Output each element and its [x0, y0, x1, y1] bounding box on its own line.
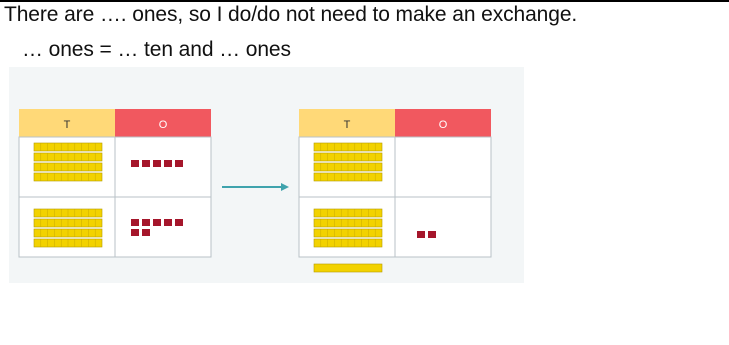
- one-cube: [175, 219, 183, 226]
- chart-before: T O: [18, 109, 212, 258]
- tens-header-label-after: T: [344, 119, 351, 131]
- equation-sentence: … ones = … ten and … ones: [22, 38, 291, 61]
- one-cube: [175, 160, 183, 167]
- one-cube: [164, 160, 172, 167]
- place-value-svg: T O T O: [18, 109, 492, 273]
- tens-rods-row1-before: [33, 142, 103, 182]
- ten-rod: [33, 208, 103, 248]
- exchanged-ten-rods: [313, 263, 383, 273]
- top-border-line: [0, 0, 729, 2]
- exchanged-ten-rod: [313, 263, 383, 273]
- ones-cubes-row1-before: [131, 160, 183, 167]
- one-cube: [164, 219, 172, 226]
- one-cube: [153, 219, 161, 226]
- ones-cubes-row2-after: [417, 231, 436, 238]
- tens-rods-row1-after: [313, 142, 383, 182]
- one-cube: [142, 229, 150, 236]
- chart-after: T O: [298, 109, 492, 273]
- tens-header-before: [19, 109, 115, 137]
- one-cube: [153, 160, 161, 167]
- exchange-arrow: [222, 183, 289, 191]
- one-cube: [428, 231, 436, 238]
- exchange-sentence: There are …. ones, so I do/do not need t…: [4, 3, 578, 26]
- ten-rod: [33, 142, 103, 182]
- one-cube: [131, 229, 139, 236]
- ten-rod-bar: [313, 263, 383, 273]
- one-cube: [131, 219, 139, 226]
- ten-rod: [313, 208, 383, 248]
- tens-rods-row2-after: [313, 208, 383, 248]
- one-cube: [142, 160, 150, 167]
- one-cube: [417, 231, 425, 238]
- ten-rod: [313, 142, 383, 182]
- ones-header-after: [395, 109, 491, 137]
- tens-header-label-before: T: [64, 119, 71, 131]
- tens-rods-row2-before: [33, 208, 103, 248]
- ones-header-label-before: O: [159, 119, 168, 131]
- place-value-figure: T O T O: [9, 67, 524, 283]
- ones-header-label-after: O: [439, 119, 448, 131]
- ones-header-before: [115, 109, 211, 137]
- one-cube: [142, 219, 150, 226]
- tens-header-after: [299, 109, 395, 137]
- one-cube: [131, 160, 139, 167]
- ones-cubes-row2-before: [131, 219, 183, 236]
